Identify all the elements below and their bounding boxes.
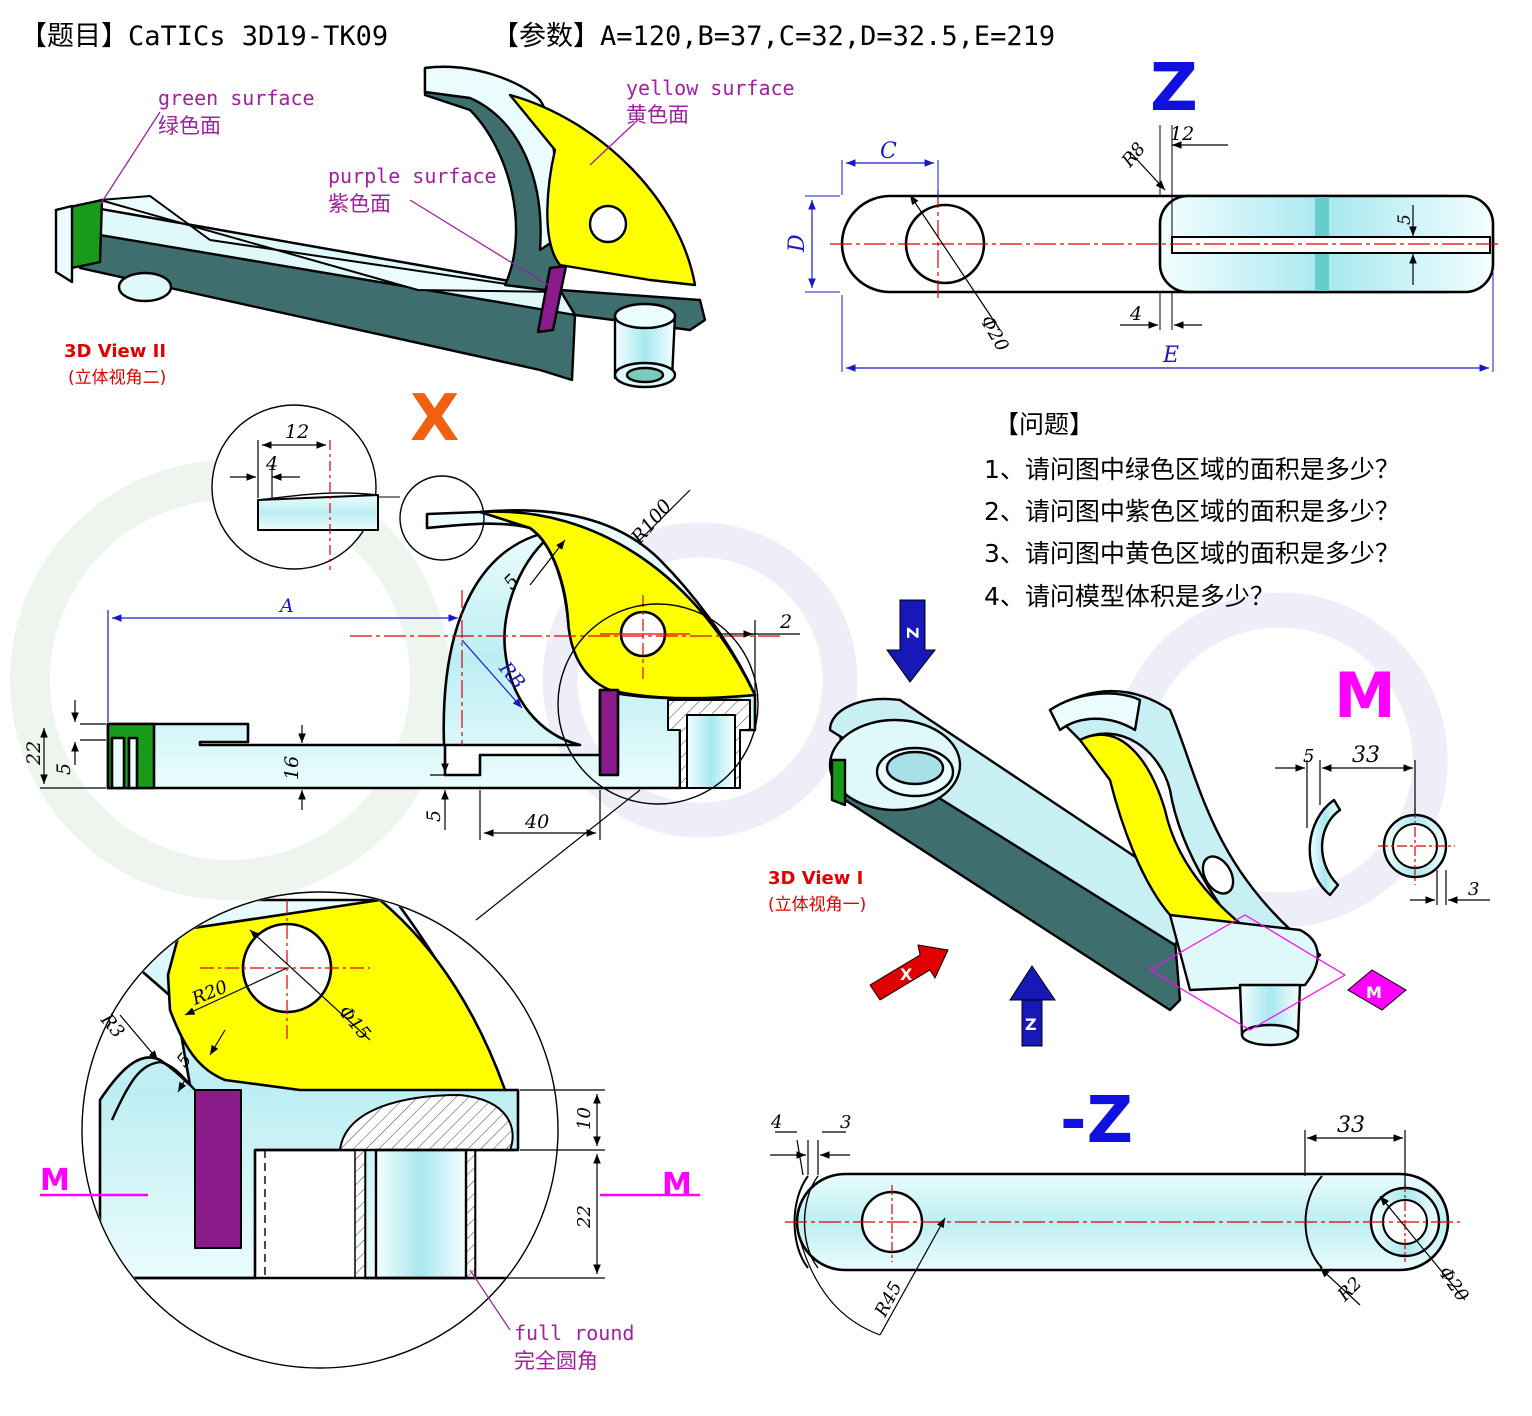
view2-subtitle: (立体视角二) (68, 368, 166, 388)
dim-z-E: E (1162, 343, 1179, 368)
arrow-m: M (1347, 969, 1407, 1011)
dim-negz-R45: R45 (870, 1278, 906, 1321)
watermark (10, 460, 1448, 928)
m-section-view (1275, 760, 1490, 905)
view-3d-2 (54, 65, 707, 389)
dim-detail-10: 10 (574, 1107, 595, 1130)
dim-z-phi20: Φ20 (976, 312, 1013, 355)
x-view (40, 404, 800, 921)
params-value: A=120,B=37,C=32,D=32.5,E=219 (600, 21, 1056, 52)
arrow-x-label: X (900, 965, 913, 984)
callout-purple-en: purple surface (328, 164, 497, 188)
dim-x-5c: 5 (423, 810, 445, 822)
arrow-m-label: M (1366, 983, 1382, 1002)
arrow-z-up-label: Z (1025, 1015, 1037, 1034)
question-4: 4、请问模型体积是多少？ (984, 582, 1275, 611)
callout-green-en: green surface (158, 86, 315, 110)
callout-green-zh: 绿色面 (158, 114, 221, 138)
title-label: 【题目】 (20, 21, 128, 52)
section-m-left: M (40, 1163, 70, 1198)
title-value: CaTICs 3D19-TK09 (128, 21, 389, 52)
dim-x-40: 40 (524, 811, 549, 833)
title-line: 【题目】CaTICs 3D19-TK09 (20, 14, 388, 53)
dim-x-12: 12 (285, 421, 309, 443)
dim-detail-22: 22 (574, 1205, 595, 1229)
dim-x-4: 4 (265, 453, 278, 475)
arrow-z-down: Z (886, 599, 937, 683)
question-2: 2、请问图中紫色区域的面积是多少？ (984, 497, 1400, 526)
dim-x-22: 22 (23, 741, 45, 766)
callout-purple-zh: 紫色面 (328, 192, 391, 216)
callout-full-round-zh: 完全圆角 (514, 1349, 598, 1373)
m-view-label: M (1334, 659, 1396, 732)
dim-negz-4: 4 (770, 1112, 782, 1133)
view1-title: 3D View I (768, 868, 863, 889)
dim-z-4: 4 (1129, 303, 1142, 325)
neg-z-view-label: -Z (1060, 1084, 1133, 1158)
callout-yellow-en: yellow surface (626, 76, 795, 100)
neg-z-view (770, 1130, 1466, 1336)
x-view-label: X (410, 382, 459, 456)
dim-z-C: C (880, 139, 897, 164)
params-label: 【参数】 (492, 21, 600, 52)
dim-x-A: A (278, 595, 294, 617)
dim-negz-33: 33 (1337, 1113, 1365, 1138)
dim-m-33: 33 (1352, 743, 1380, 768)
detail-view (40, 891, 700, 1369)
questions-heading: 【问题】 (994, 410, 1095, 439)
section-m-right: M (662, 1167, 692, 1202)
dim-x-16: 16 (281, 756, 303, 780)
dim-x-2: 2 (779, 611, 792, 633)
dim-z-12: 12 (1170, 123, 1194, 145)
question-1: 1、请问图中绿色区域的面积是多少？ (984, 455, 1400, 484)
view1-subtitle: (立体视角一) (768, 895, 866, 915)
z-view-label: Z (1150, 49, 1198, 126)
callout-yellow-zh: 黄色面 (626, 103, 689, 127)
dim-z-5: 5 (1395, 214, 1415, 225)
dim-negz-3: 3 (840, 1112, 851, 1133)
view2-title: 3D View II (64, 341, 166, 362)
dim-z-D: D (785, 234, 810, 253)
callout-full-round-en: full round (514, 1321, 634, 1345)
dim-z-R8: R8 (1117, 139, 1150, 172)
dim-m-3: 3 (1468, 879, 1479, 900)
question-3: 3、请问图中黄色区域的面积是多少？ (984, 539, 1400, 568)
arrow-x: X (869, 944, 949, 1001)
dim-x-5b: 5 (53, 763, 75, 775)
z-view (805, 125, 1500, 372)
dim-m-5: 5 (1303, 746, 1314, 767)
arrow-z-up: Z (1009, 965, 1056, 1047)
dim-negz-R2: R2 (1333, 1273, 1366, 1306)
params-line: 【参数】A=120,B=37,C=32,D=32.5,E=219 (492, 14, 1055, 53)
view-3d-1 (828, 689, 1346, 1047)
arrow-z-down-label: Z (903, 627, 922, 639)
